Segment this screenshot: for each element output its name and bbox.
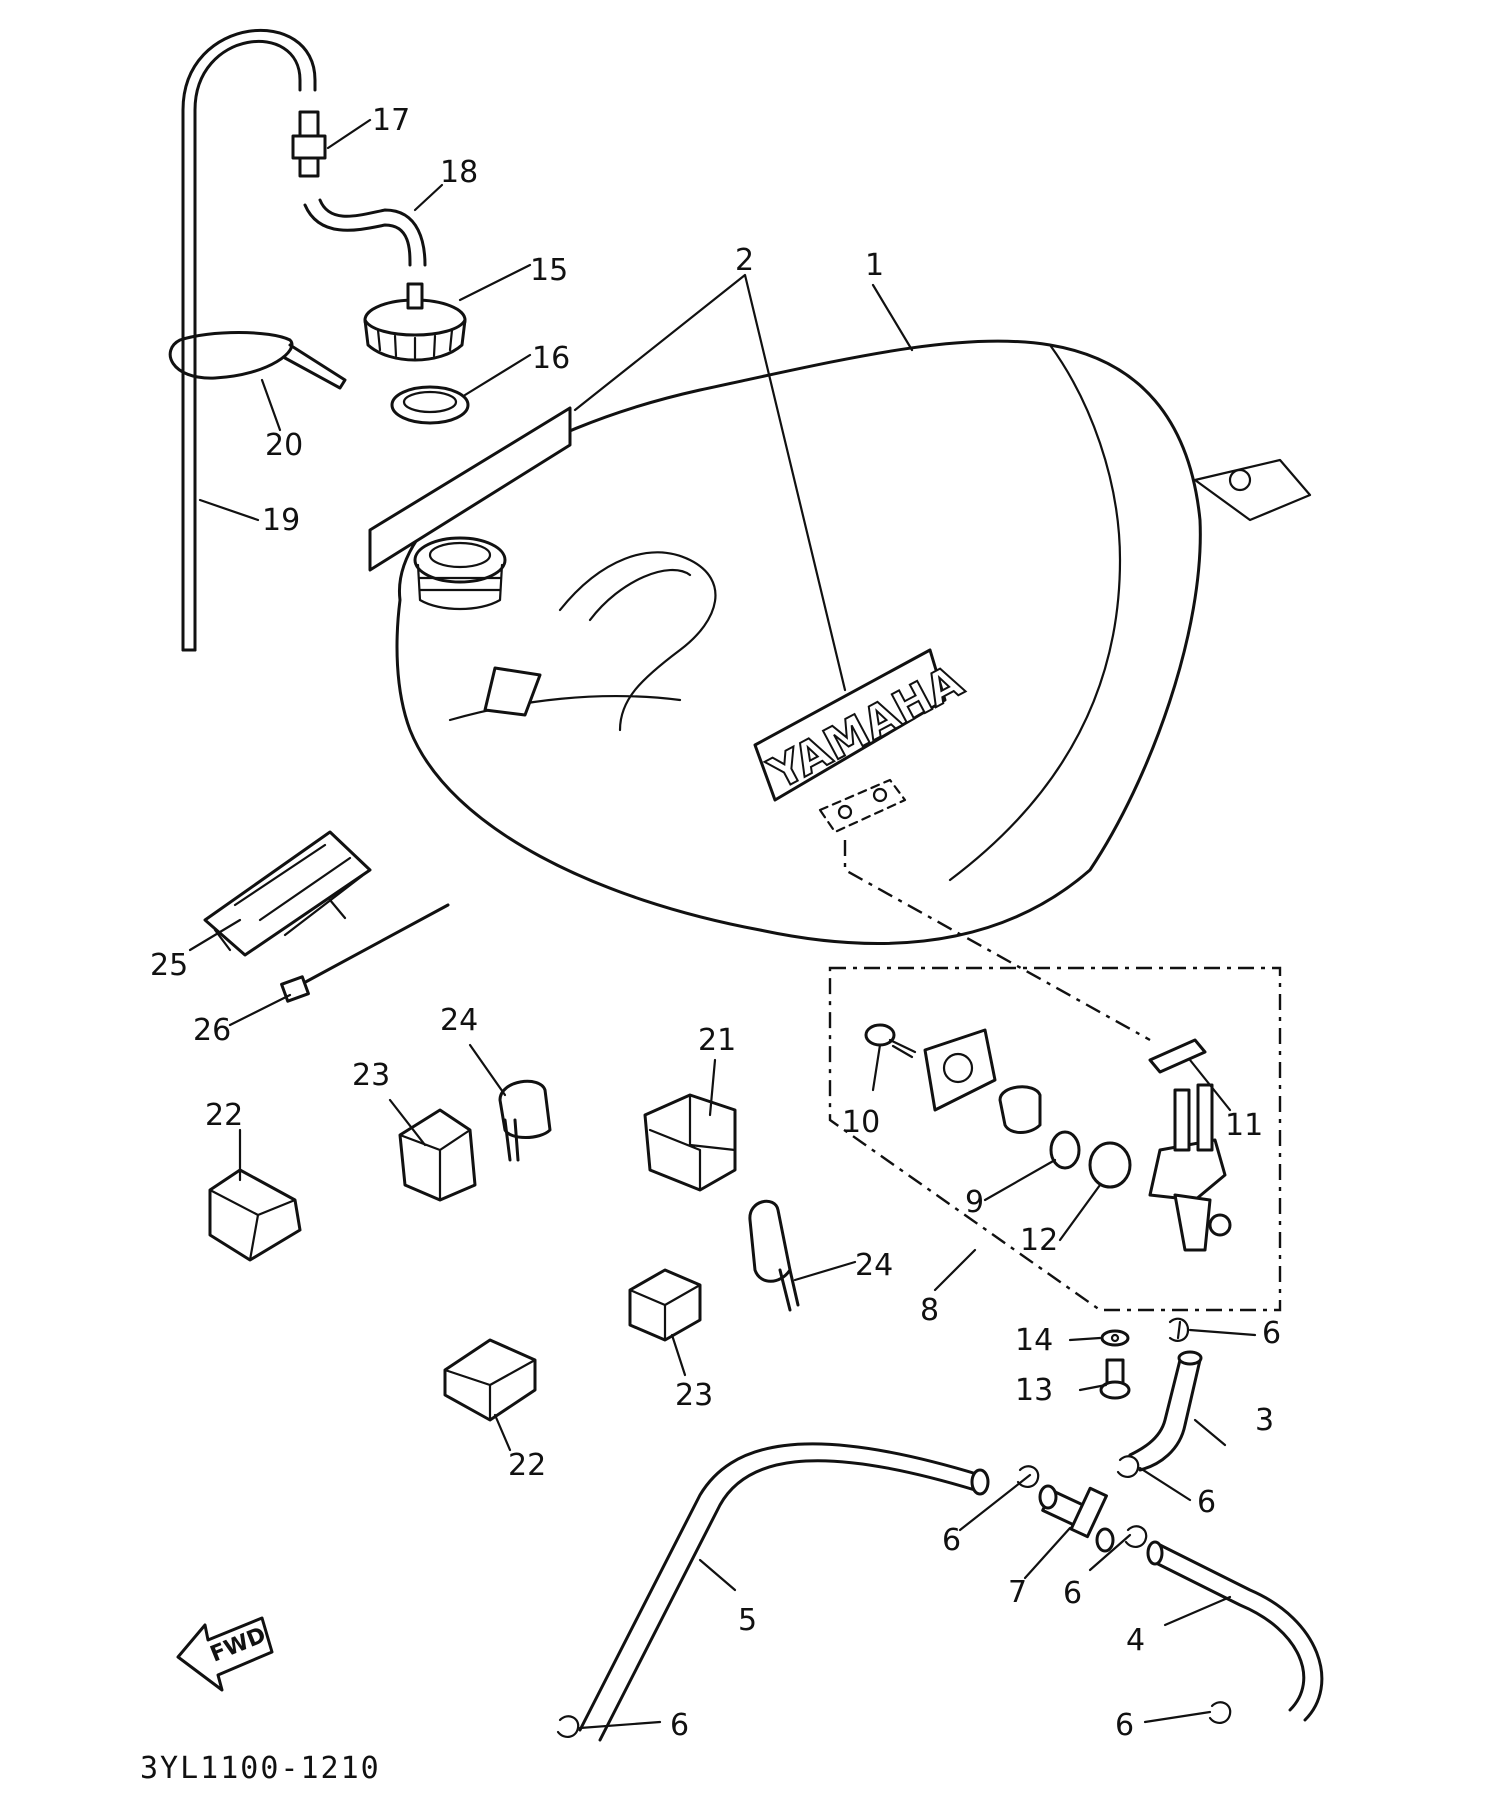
fuel-cock-box [828, 966, 1282, 1312]
callout-6a: 6 [1262, 1316, 1281, 1351]
emblem-mount-outline [818, 778, 907, 834]
callout-16: 16 [532, 341, 570, 376]
clamp-24b [748, 1199, 800, 1312]
callout-6d: 6 [1063, 1576, 1082, 1611]
callout-25: 25 [150, 948, 188, 983]
filler-neck [413, 536, 507, 611]
clamp-24a [498, 1079, 552, 1162]
washer [1100, 1329, 1130, 1347]
callout-7: 7 [1008, 1575, 1027, 1610]
leader-lines [188, 118, 1257, 1730]
cable-band [168, 331, 347, 390]
hose-clips [556, 1317, 1232, 1738]
breather-fitting [291, 110, 327, 178]
tee-joint [1038, 1484, 1115, 1553]
fuel-tank [395, 339, 1312, 945]
fwd-arrow-icon: FWD [176, 1616, 274, 1692]
callout-19: 19 [262, 503, 300, 538]
callout-22a: 22 [205, 1098, 243, 1133]
callout-18: 18 [440, 155, 478, 190]
filter-cup [1088, 1141, 1132, 1189]
callout-15: 15 [530, 253, 568, 288]
fuel-cock-assy [1148, 1083, 1232, 1252]
callout-24b: 24 [855, 1248, 893, 1283]
damper-22b [443, 1338, 537, 1422]
breather-hose [193, 39, 302, 652]
callout-24a: 24 [440, 1003, 478, 1038]
callout-12: 12 [1020, 1223, 1058, 1258]
cock-lever [998, 1085, 1042, 1134]
o-ring [1049, 1130, 1081, 1170]
callout-1: 1 [865, 248, 884, 283]
fuel-hose-3 [1128, 1350, 1203, 1472]
callout-11: 11 [1225, 1108, 1263, 1143]
tank-bracket [483, 666, 542, 717]
callout-6e: 6 [670, 1708, 689, 1743]
filter-screw [864, 1023, 917, 1059]
holder-21 [643, 1093, 737, 1192]
callout-6f: 6 [1115, 1708, 1134, 1743]
short-hose [303, 203, 412, 267]
callout-3: 3 [1255, 1403, 1274, 1438]
hose-guide-25 [203, 830, 372, 957]
callout-2: 2 [735, 243, 754, 278]
damper-22a [208, 1168, 302, 1262]
breather-hose-inner [181, 28, 317, 652]
diagram-code: 3YL1100-1210 [140, 1751, 381, 1786]
cap-gasket [390, 385, 470, 425]
callout-6b: 6 [1197, 1485, 1216, 1520]
callout-23a: 23 [352, 1058, 390, 1093]
callout-14: 14 [1015, 1323, 1053, 1358]
callout-9: 9 [965, 1185, 984, 1220]
callout-10: 10 [842, 1105, 880, 1140]
callout-8: 8 [920, 1293, 939, 1328]
callout-13: 13 [1015, 1373, 1053, 1408]
callout-21: 21 [698, 1023, 736, 1058]
damper-23b [628, 1268, 702, 1342]
fuel-hose-4 [1146, 1540, 1324, 1722]
cock-gasket [1148, 1038, 1207, 1074]
emblem-strip [368, 406, 572, 572]
callout-numbers: 1 2 3 4 5 6 6 6 6 6 6 7 8 9 10 11 12 13 … [150, 103, 1281, 1743]
callout-20: 20 [265, 428, 303, 463]
callout-6c: 6 [942, 1523, 961, 1558]
callout-4: 4 [1126, 1623, 1145, 1658]
damper-23a [398, 1108, 477, 1202]
callout-5: 5 [738, 1603, 757, 1638]
cock-bolt [1099, 1358, 1131, 1400]
lever-plate [923, 1028, 997, 1112]
fuel-hose-5 [578, 1442, 990, 1742]
callout-22b: 22 [508, 1448, 546, 1483]
callout-17: 17 [372, 103, 410, 138]
fuel-cap [363, 282, 467, 362]
callout-26: 26 [193, 1013, 231, 1048]
callout-23b: 23 [675, 1378, 713, 1413]
